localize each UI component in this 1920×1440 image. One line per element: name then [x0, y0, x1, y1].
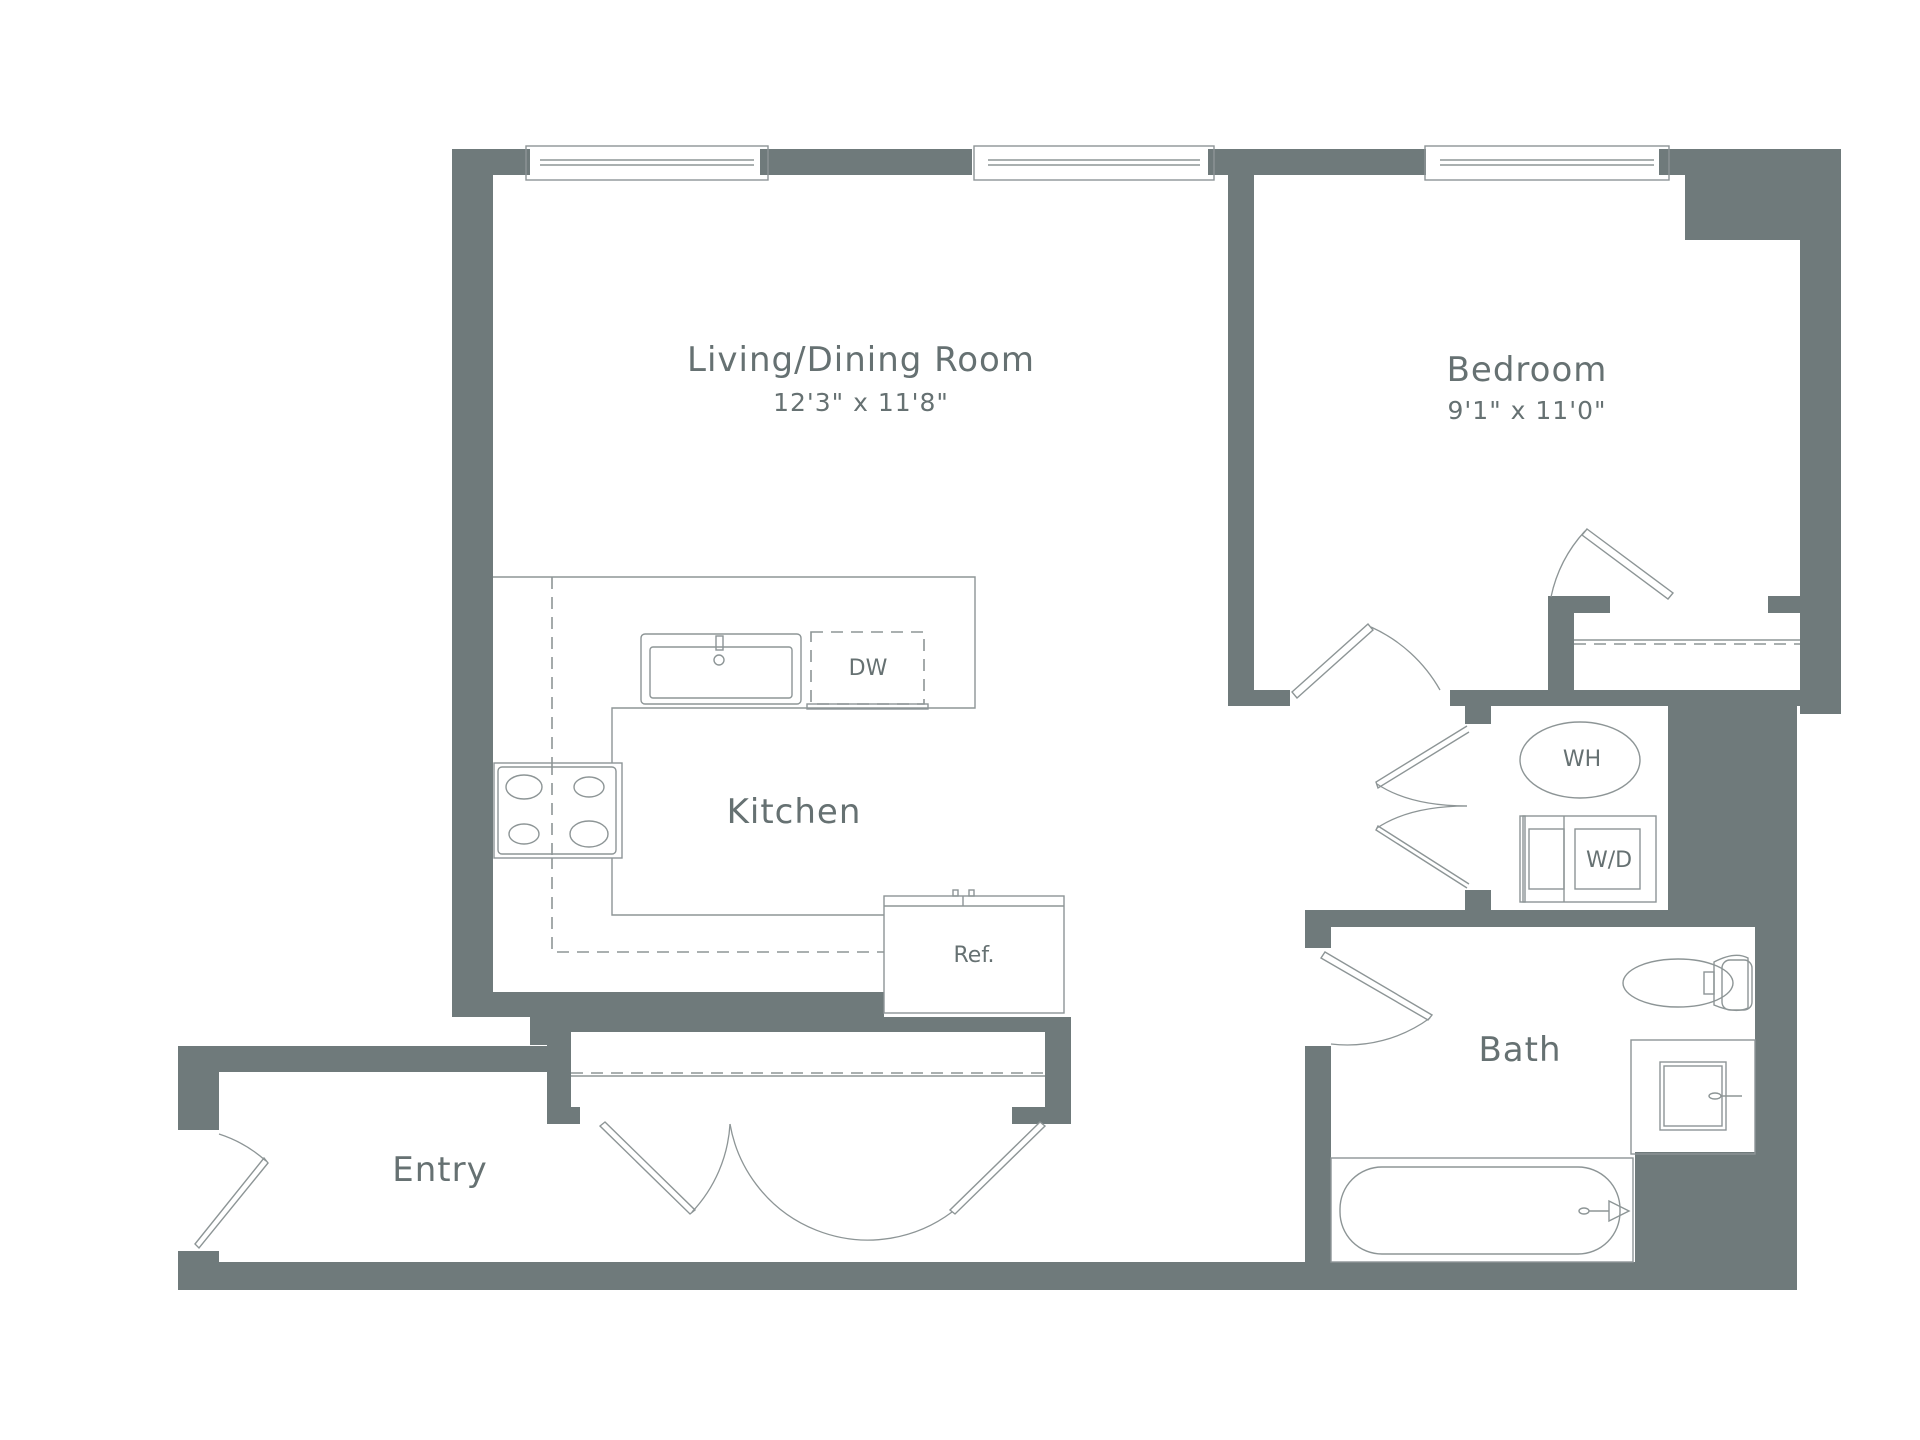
closet-shelves	[571, 639, 1800, 1077]
windows	[525, 145, 1670, 181]
fixture-label-washer-dryer: W/D	[1585, 848, 1633, 873]
fixture-label-dishwasher: DW	[848, 656, 888, 681]
washer-dryer-icon	[1519, 815, 1657, 903]
bathtub-icon	[1330, 1157, 1634, 1263]
room-label-living: Living/Dining Room	[687, 340, 1035, 380]
room-label-entry: Entry	[392, 1150, 488, 1190]
room-label-bedroom: Bedroom	[1446, 350, 1608, 390]
bedroom-closet-door	[1550, 528, 1675, 600]
fixture-label-refrigerator: Ref.	[953, 943, 995, 968]
window-bedroom	[1424, 145, 1670, 181]
room-dimensions-bedroom: 9'1" x 11'0"	[1447, 396, 1607, 425]
entry-door	[194, 1133, 269, 1250]
toilet-icon	[1622, 954, 1753, 1012]
utility-bifold-door	[1375, 725, 1470, 889]
bedroom-door	[1291, 622, 1441, 700]
water-heater-icon	[1519, 721, 1641, 799]
doors	[194, 528, 1675, 1250]
room-dimensions-living: 12'3" x 11'8"	[773, 388, 949, 417]
walls	[178, 149, 1841, 1290]
window-living-left	[525, 145, 769, 181]
vanity-sink-icon	[1630, 1039, 1756, 1155]
window-living-right	[973, 145, 1215, 181]
refrigerator-icon	[883, 895, 1065, 1014]
closet-double-door	[598, 1121, 1047, 1241]
sink-icon	[640, 633, 802, 705]
room-label-bath: Bath	[1478, 1030, 1562, 1070]
utility-fixtures	[1519, 721, 1657, 903]
room-label-kitchen: Kitchen	[726, 792, 862, 832]
fixture-label-water-heater: WH	[1562, 747, 1602, 772]
bath-fixtures	[1330, 954, 1756, 1263]
bath-door	[1320, 951, 1434, 1046]
kitchen-fixtures	[493, 576, 1065, 1014]
